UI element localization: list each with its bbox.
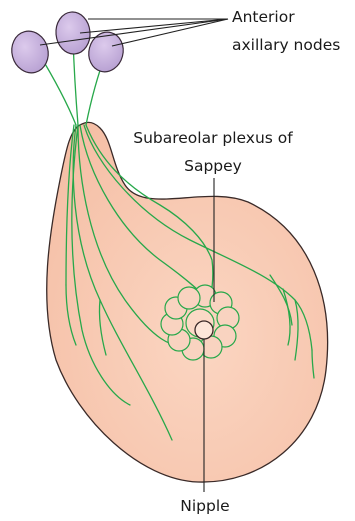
subareolar-plexus-label-line2: Sappey (118, 156, 308, 176)
axillary-node-left (7, 27, 53, 77)
anterior-axillary-nodes-label-line1: Anterior (232, 7, 295, 27)
subareolar-plexus-label-line1: Subareolar plexus of (118, 128, 308, 148)
nipple-circle (195, 321, 213, 339)
axillary-node-middle (54, 11, 92, 56)
nipple-label: Nipple (155, 496, 255, 516)
anterior-axillary-nodes-label-line2: axillary nodes (232, 35, 340, 55)
axillary-nodes (7, 11, 127, 77)
